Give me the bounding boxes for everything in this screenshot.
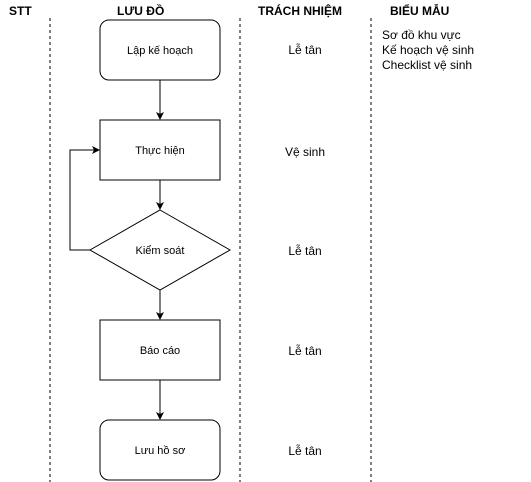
responsible-report: Lễ tân <box>288 344 322 358</box>
node-execute-label: Thực hiện <box>135 145 185 157</box>
header-responsibility: TRÁCH NHIỆM <box>258 4 342 18</box>
node-archive[interactable] <box>99 419 221 481</box>
responsible-plan: Lễ tân <box>288 43 322 57</box>
form-item-cleaning-checklist: Checklist vệ sinh <box>382 58 473 72</box>
node-plan-label: Lập kế hoạch <box>127 45 193 57</box>
node-report-label: Báo cáo <box>140 345 180 357</box>
responsible-control: Lễ tân <box>288 244 322 258</box>
header-forms: BIỂU MẪU <box>390 4 450 18</box>
node-report[interactable] <box>99 319 221 381</box>
responsible-execute: Vệ sinh <box>284 145 326 159</box>
forms-list: Sơ đồ khu vực Kế hoạch vệ sinh Checklist… <box>382 28 474 73</box>
responsible-archive: Lễ tân <box>288 444 322 458</box>
node-archive-label: Lưu hồ sơ <box>135 445 186 457</box>
header-flow: LƯU ĐỒ <box>117 4 165 18</box>
header-stt: STT <box>9 4 32 18</box>
form-item-cleaning-plan: Kế hoạch vệ sinh <box>382 43 475 57</box>
node-control-label: Kiểm soát <box>136 245 185 257</box>
form-item-area-map: Sơ đồ khu vực <box>382 28 461 42</box>
arrow-control-loop-back <box>69 146 100 251</box>
